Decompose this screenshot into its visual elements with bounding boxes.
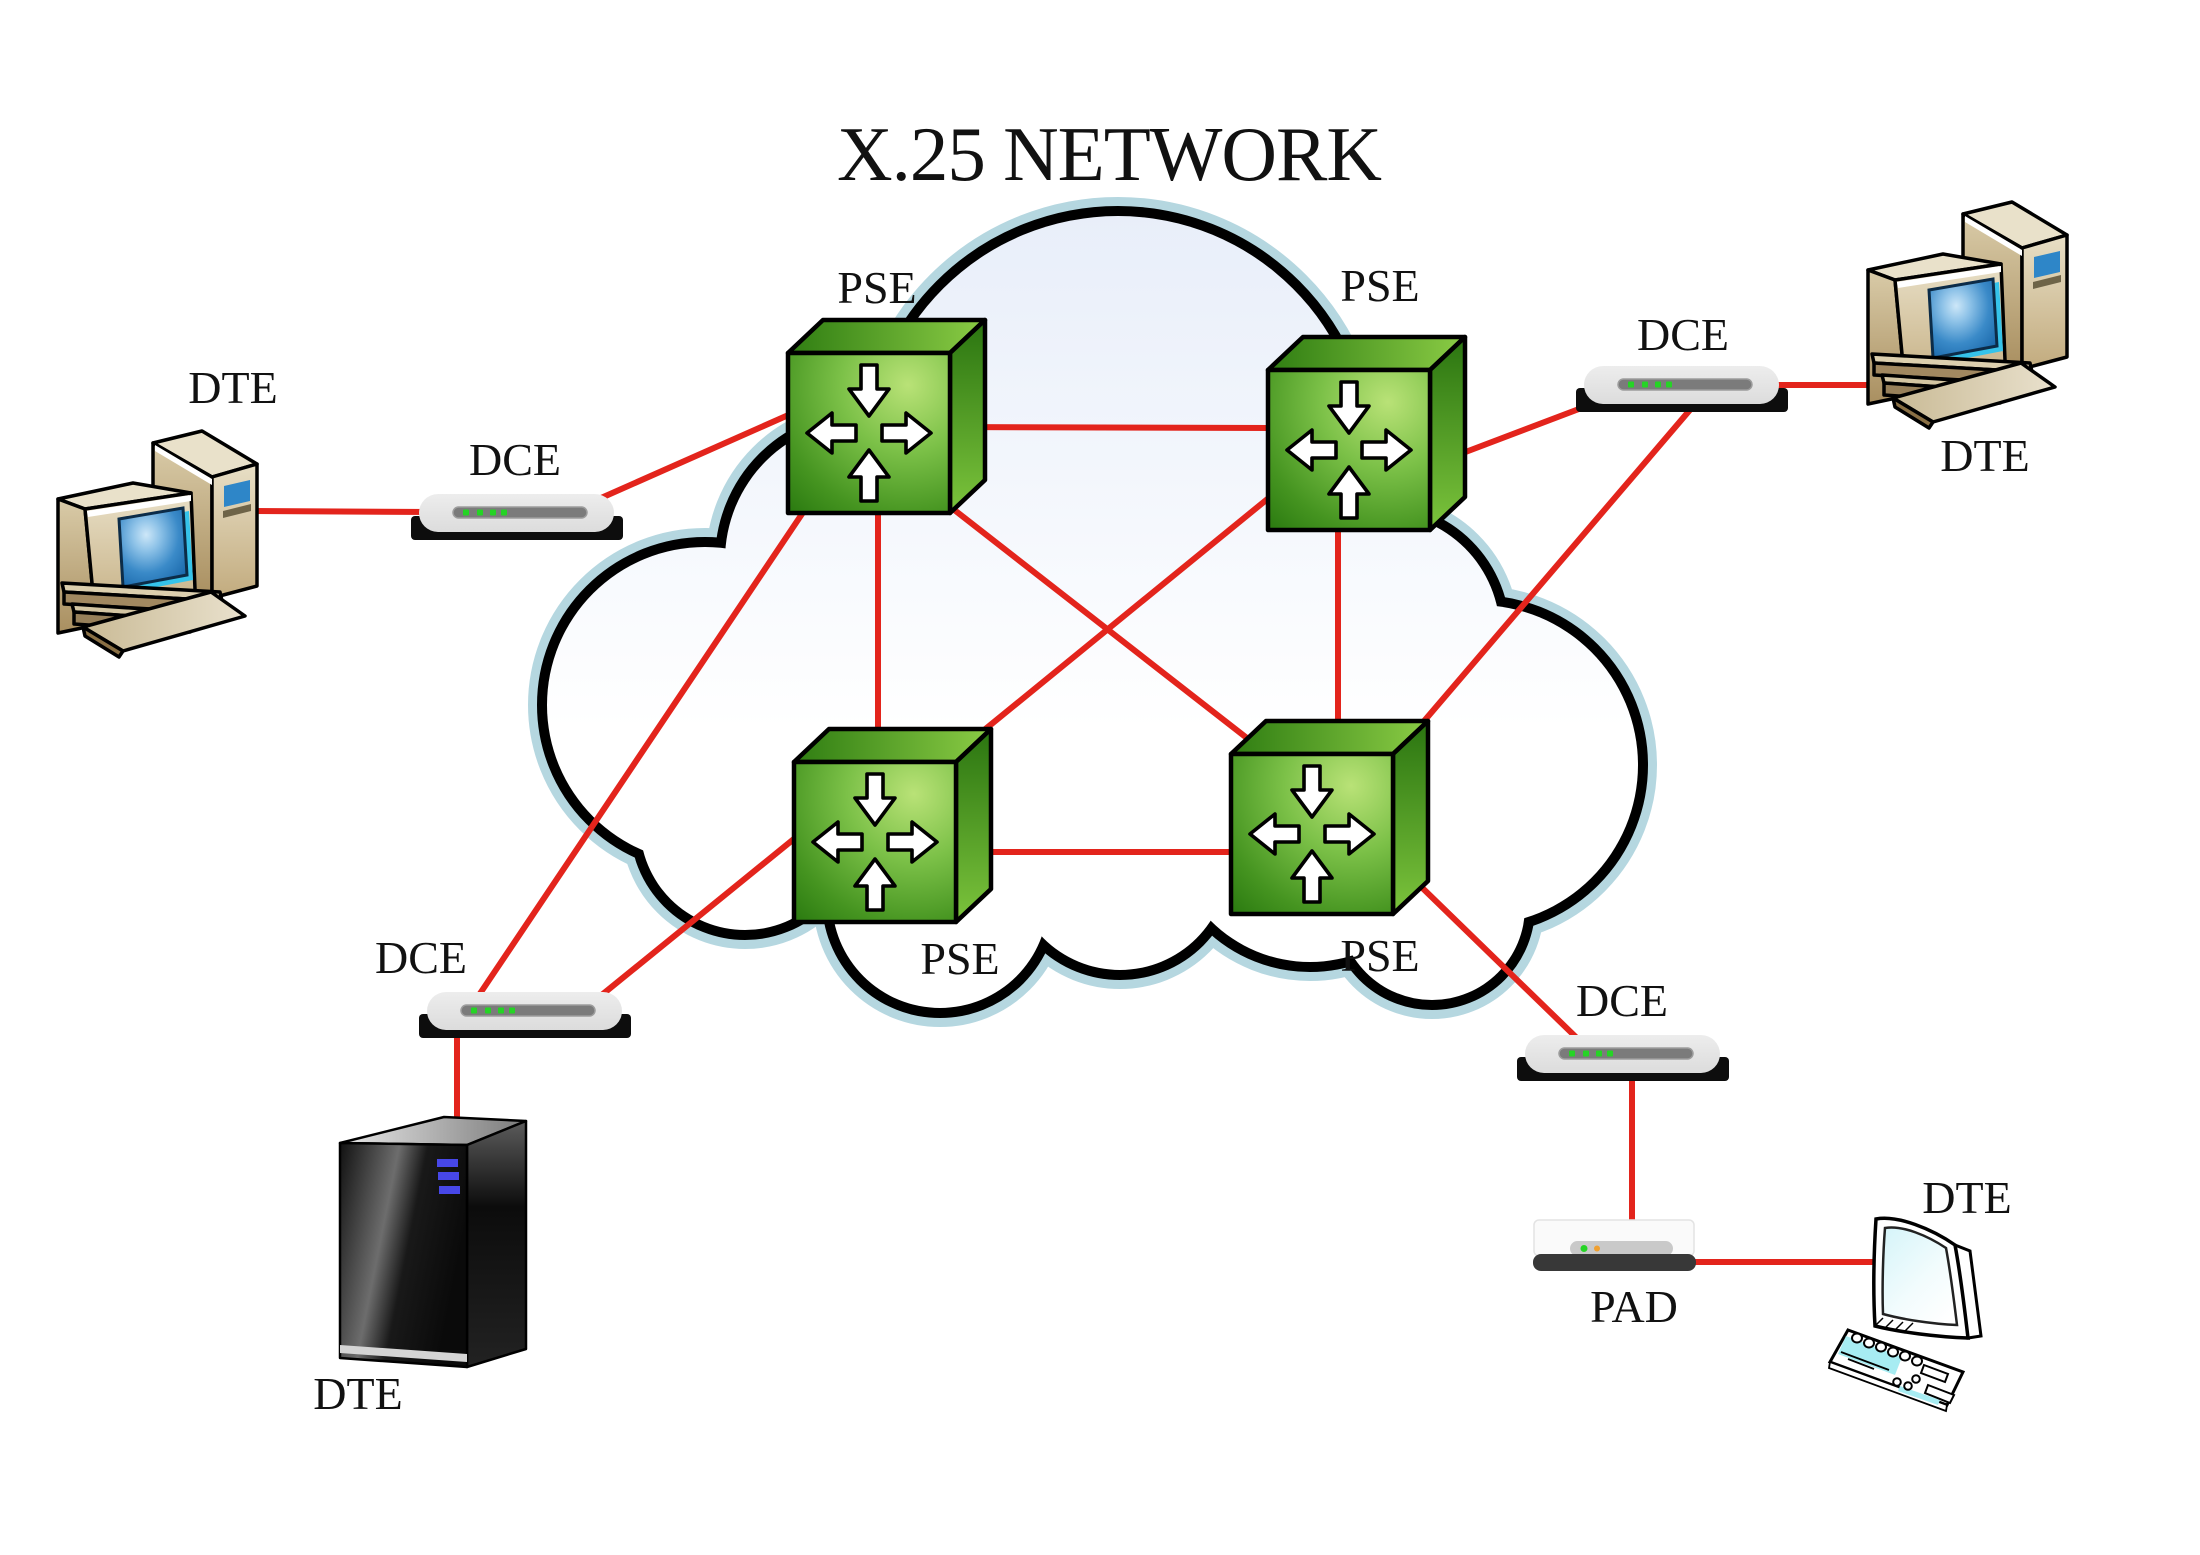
svg-text:PSE: PSE (920, 933, 999, 984)
svg-text:PSE: PSE (1340, 260, 1419, 311)
svg-text:X.25 NETWORK: X.25 NETWORK (837, 111, 1381, 197)
svg-text:DCE: DCE (1576, 975, 1668, 1026)
svg-text:DTE: DTE (1940, 430, 2029, 481)
svg-text:DTE: DTE (1922, 1172, 2011, 1223)
svg-text:PAD: PAD (1590, 1281, 1678, 1332)
svg-text:PSE: PSE (837, 262, 916, 313)
svg-text:DTE: DTE (313, 1368, 402, 1419)
svg-text:DCE: DCE (375, 932, 467, 983)
svg-text:DCE: DCE (1637, 309, 1729, 360)
svg-text:DCE: DCE (469, 434, 561, 485)
svg-text:PSE: PSE (1340, 930, 1419, 981)
svg-text:DTE: DTE (188, 362, 277, 413)
